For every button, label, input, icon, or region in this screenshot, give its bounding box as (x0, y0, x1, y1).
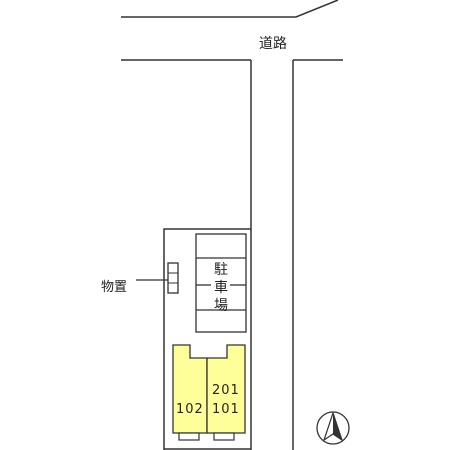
road-top-edge (121, 0, 339, 18)
unit-102-block (172, 344, 208, 434)
entrance-step-102 (178, 432, 200, 441)
north-arrow-icon (316, 411, 350, 445)
unit-number-101: 101 (212, 402, 240, 417)
parking-label-char-2: 車 (214, 280, 228, 296)
lot-outline (163, 228, 251, 450)
parking-label-char-3: 場 (214, 298, 228, 314)
road-label: 道路 (259, 36, 287, 52)
parking-area (195, 233, 247, 333)
unit-101-block (206, 344, 246, 434)
storage-label: 物置 (101, 280, 128, 295)
entrance-step-101 (213, 432, 235, 441)
parking-label-char-1: 駐 (214, 262, 228, 278)
unit-number-201: 201 (212, 383, 240, 398)
unit-number-102: 102 (176, 402, 204, 417)
storage-shed (167, 262, 179, 294)
